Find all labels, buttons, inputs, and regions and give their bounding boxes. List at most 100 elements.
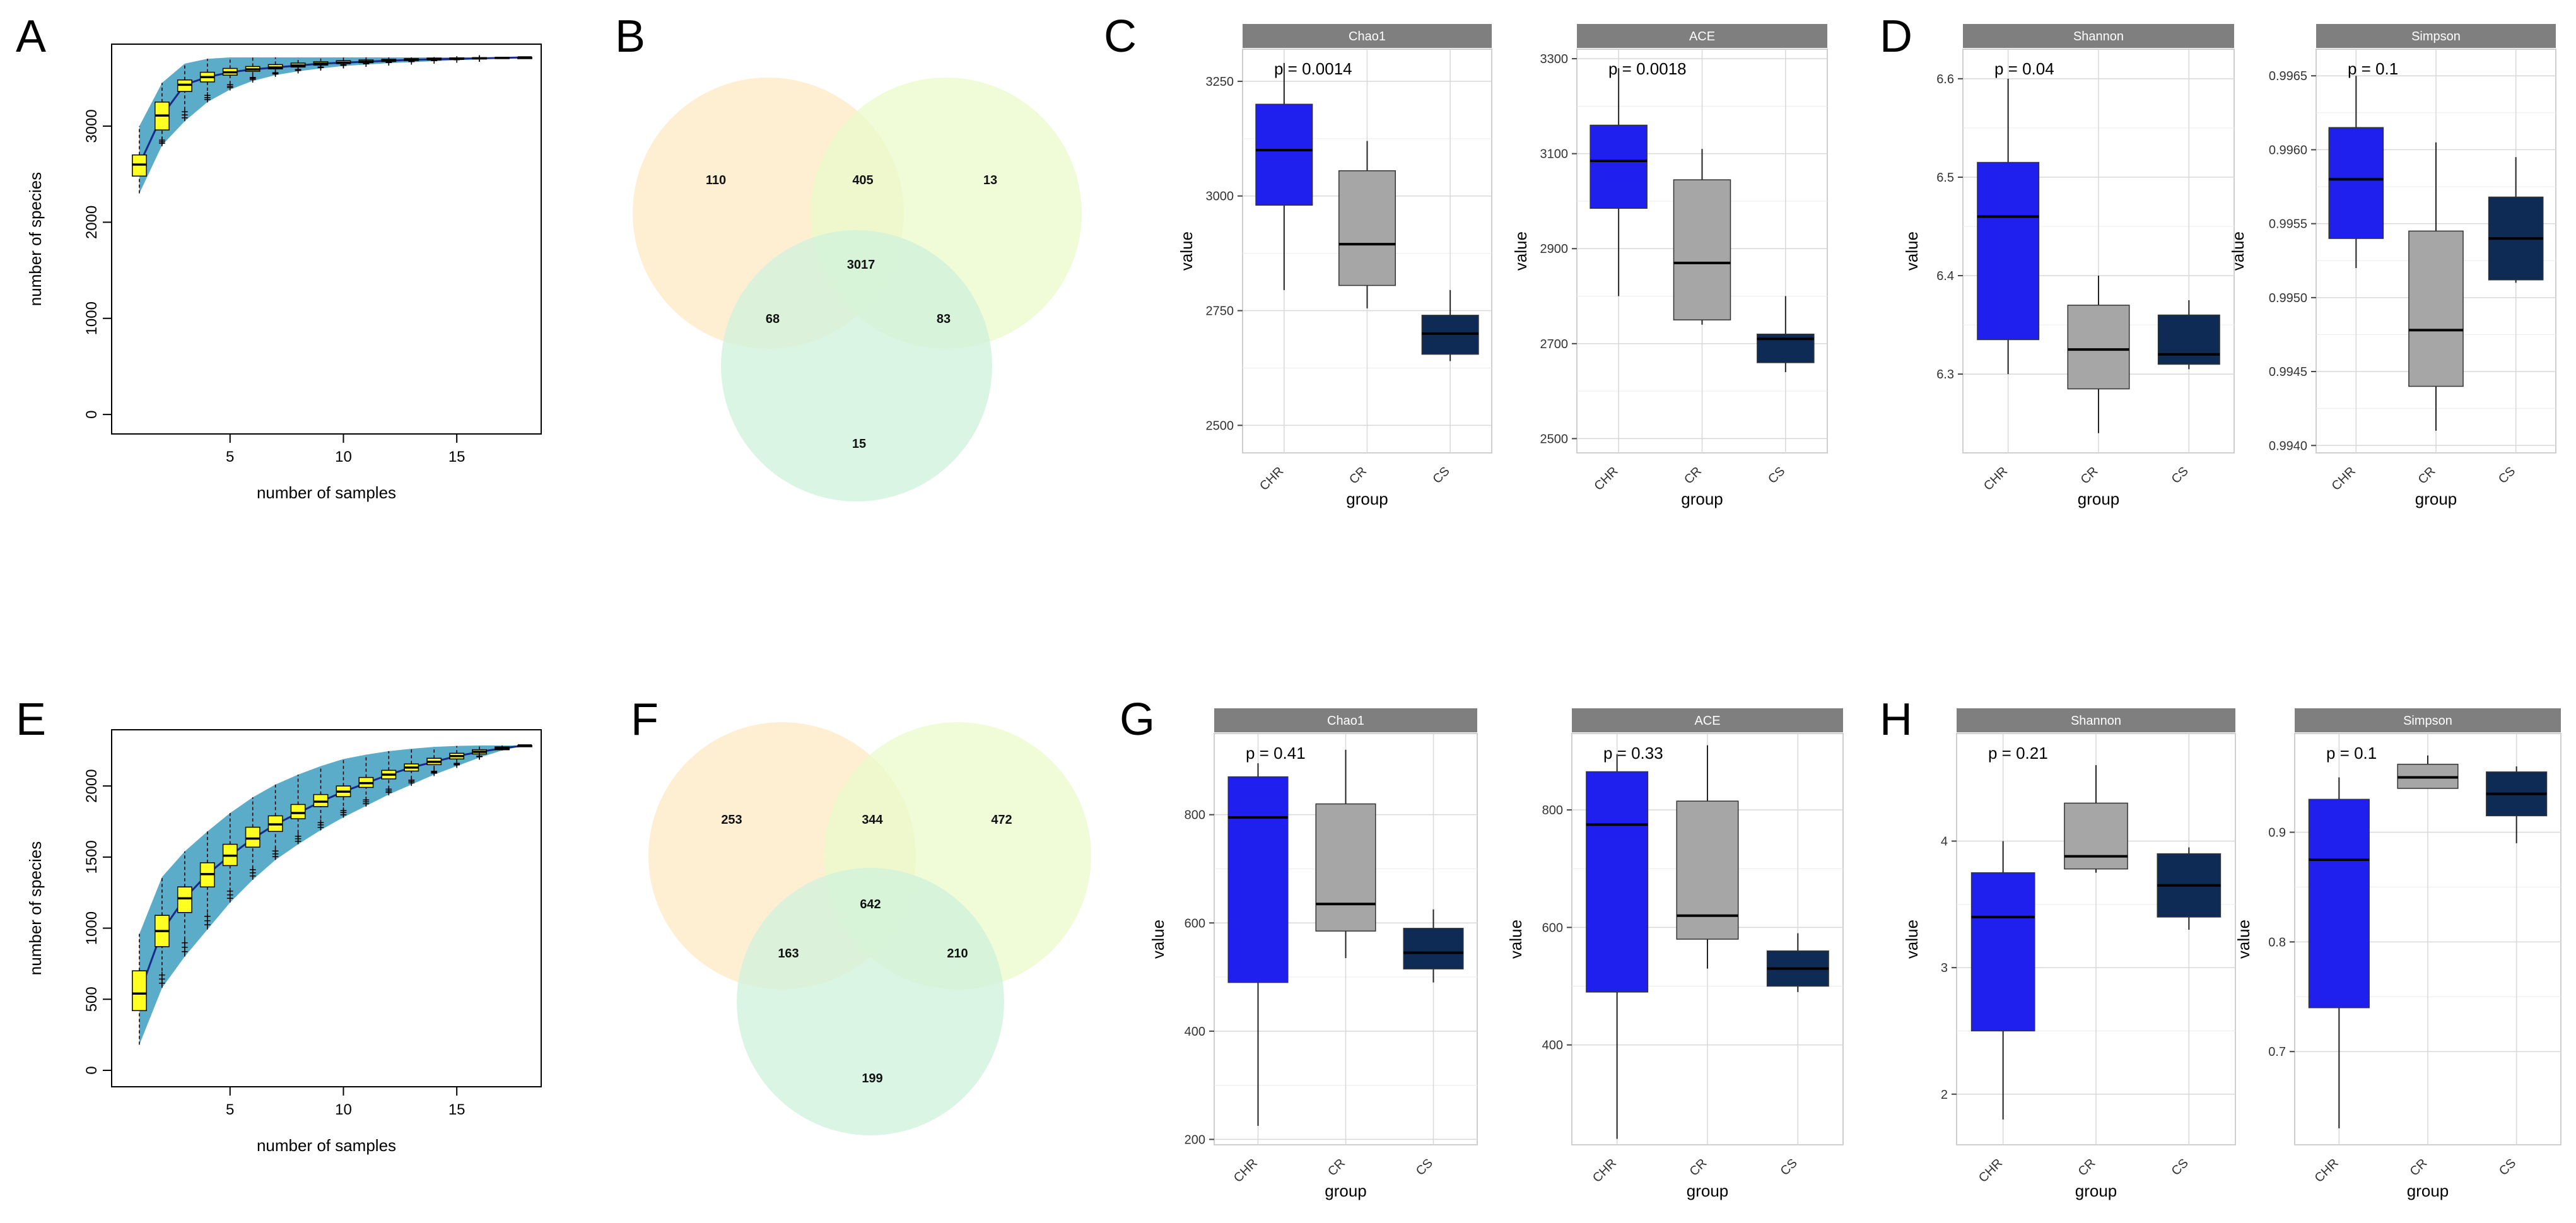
box-cr (2064, 802, 2128, 870)
p-value-label: p = 0.0014 (1274, 59, 1352, 78)
outlier-marker: + (476, 52, 483, 66)
x-tick-label: CR (1687, 1156, 1710, 1179)
p-value-label: p = 0.1 (2326, 744, 2377, 763)
venn-count-ac: 68 (766, 312, 780, 326)
venn-count-abc: 3017 (847, 258, 875, 272)
x-tick-label: CS (2169, 1156, 2191, 1178)
box-cr (2067, 305, 2130, 390)
outlier-marker: + (272, 66, 279, 80)
outlier-marker: + (407, 55, 415, 69)
venn-count-bc: 210 (947, 947, 968, 961)
x-axis-title: group (2078, 489, 2120, 508)
outlier-marker: + (453, 757, 460, 771)
outlier-marker: + (430, 767, 438, 781)
rarefaction-band (139, 745, 525, 1045)
outlier-marker: + (204, 914, 211, 928)
outlier-marker: + (249, 73, 257, 87)
venn-count-ab: 344 (862, 813, 883, 827)
outlier-marker: + (340, 59, 348, 73)
venn-set-circle (737, 868, 1004, 1135)
x-tick-label: 5 (226, 448, 234, 465)
facet-title: Chao1 (1349, 30, 1386, 44)
venn-count-a-only: 253 (721, 813, 742, 827)
y-tick-label: 0.9955 (2269, 218, 2307, 231)
outlier-marker: + (226, 888, 234, 902)
box-chr (1227, 776, 1289, 983)
y-tick-label: 2000 (83, 206, 100, 239)
outlier-marker: + (385, 56, 393, 69)
outlier-marker: + (226, 81, 234, 95)
p-value-label: p = 0.41 (1246, 744, 1306, 763)
outlier-marker: + (317, 61, 325, 74)
venn-count-bc: 83 (937, 312, 951, 326)
x-tick-label: CS (2169, 464, 2191, 486)
y-axis-title: value (2234, 920, 2253, 959)
outlier-marker: + (407, 55, 415, 69)
outlier-marker: + (181, 108, 189, 122)
outlier-marker: + (295, 832, 302, 846)
outlier-marker: + (385, 786, 393, 800)
outlier-marker: + (340, 59, 348, 73)
x-tick-label: CR (2416, 464, 2438, 487)
outlier-marker: + (204, 918, 211, 932)
y-tick-label: 0.8 (2268, 935, 2286, 949)
x-tick-label: CR (2078, 464, 2101, 487)
outlier-marker: + (476, 52, 483, 66)
outlier-marker: + (226, 892, 234, 906)
plot-frame (111, 729, 542, 1087)
x-tick-label: CR (2076, 1156, 2099, 1179)
outlier-marker: + (453, 53, 460, 67)
x-axis-title: group (2415, 489, 2457, 508)
box-chr (2328, 127, 2384, 239)
outlier-marker: + (295, 63, 302, 77)
y-tick-label: 2000 (83, 769, 100, 802)
y-tick-label: 200 (1185, 1133, 1205, 1147)
y-tick-label: 3000 (1206, 190, 1234, 204)
x-tick-label: CHR (2329, 464, 2358, 493)
p-value-label: p = 0.33 (1603, 744, 1663, 763)
x-tick-label: CR (2408, 1156, 2430, 1179)
outlier-marker: + (158, 137, 166, 151)
outlier-marker: + (363, 797, 370, 811)
outlier-marker: + (430, 764, 438, 778)
x-axis-title: group (2075, 1181, 2117, 1200)
venn-set-circle (721, 230, 992, 501)
y-tick-label: 2500 (1206, 419, 1234, 433)
y-tick-label: 2500 (1540, 432, 1569, 446)
panel-label-b: B (615, 11, 645, 62)
y-tick-label: 1000 (83, 911, 100, 945)
x-axis-title: group (2407, 1181, 2449, 1200)
box-cr (2408, 230, 2464, 387)
p-value-label: p = 0.1 (2348, 59, 2398, 78)
outlier-marker: + (272, 67, 279, 81)
outlier-marker: + (226, 884, 234, 898)
x-tick-label: CHR (1976, 1156, 2005, 1185)
y-tick-label: 0 (83, 410, 100, 418)
outlier-marker: + (204, 91, 211, 105)
y-tick-label: 0.9960 (2269, 143, 2307, 157)
y-tick-label: 6.3 (1936, 368, 1954, 382)
y-tick-label: 3300 (1540, 52, 1569, 66)
y-tick-label: 6.4 (1936, 269, 1954, 283)
outlier-marker: + (249, 867, 257, 881)
outlier-marker: + (249, 870, 257, 884)
outlier-marker: + (158, 969, 166, 983)
panel-label-a: A (16, 11, 46, 62)
facet-title: Simpson (2411, 30, 2461, 44)
y-axis-title: value (1902, 231, 1921, 271)
x-axis-title: number of samples (257, 483, 396, 502)
outlier-marker: + (181, 941, 189, 955)
outlier-marker: + (340, 804, 348, 818)
outlier-marker: + (317, 61, 325, 75)
facet-strip (1214, 708, 1477, 732)
facet-strip (2316, 24, 2556, 48)
x-tick-label: CHR (1591, 464, 1620, 493)
facet-strip (1243, 24, 1492, 48)
x-tick-label: CS (1414, 1156, 1436, 1178)
facet-strip (2295, 708, 2561, 732)
